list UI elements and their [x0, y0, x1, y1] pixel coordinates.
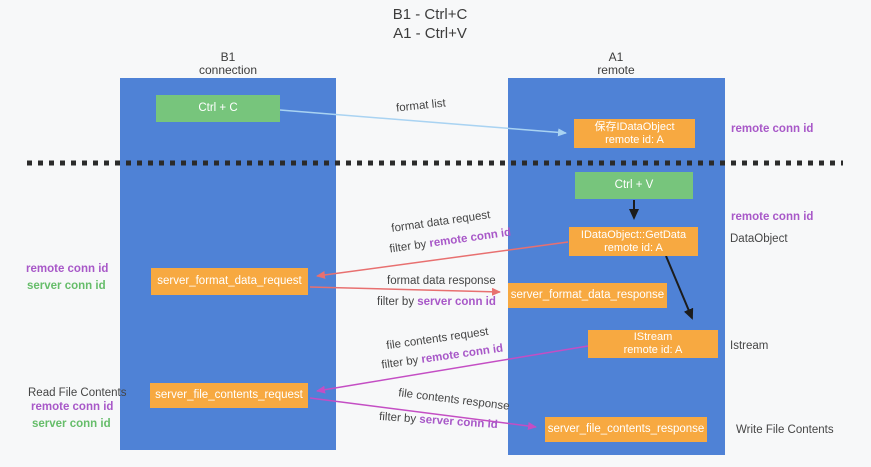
server-format-data-response-label: server_format_data_response [510, 289, 665, 301]
left-server-conn-id-top-label: server conn id [27, 280, 106, 292]
ctrl-c-node: Ctrl + C [156, 95, 280, 122]
server-file-contents-request-node: server_file_contents_request [150, 383, 308, 408]
file-contents-response-arrow [309, 397, 537, 430]
dataobject-label: DataObject [730, 233, 788, 245]
left-column-role: connection [198, 62, 258, 77]
format-data-response-arrow [309, 286, 501, 296]
filter-by-prefix: filter by [377, 296, 418, 308]
diagram-title: B1 - Ctrl+C A1 - Ctrl+V [290, 5, 570, 43]
save-dataobject-line1: 保存IDataObject [594, 120, 675, 133]
left-remote-conn-id-bottom-label: remote conn id [31, 401, 114, 413]
server-format-data-request-label: server_format_data_request [157, 275, 302, 287]
getdata-line1: IDataObject::GetData [580, 228, 687, 241]
format-data-response-filter-label: filter by server conn id [377, 296, 496, 308]
right-column-role: remote [597, 62, 635, 77]
ctrl-v-label: Ctrl + V [614, 179, 654, 191]
server-file-contents-response-node: server_file_contents_response [545, 417, 707, 442]
right-remote-conn-id-mid-label: remote conn id [731, 211, 814, 223]
right-column-header: A1 remote [546, 51, 686, 76]
getdata-node: IDataObject::GetData remote id: A [569, 227, 698, 256]
server-file-contents-response-label: server_file_contents_response [547, 423, 705, 435]
save-dataobject-node: 保存IDataObject remote id: A [574, 119, 695, 148]
left-column-header: B1 connection [158, 51, 298, 76]
left-column-name: B1 [220, 50, 236, 64]
left-server-conn-id-bottom-label: server conn id [32, 418, 111, 430]
read-file-contents-label: Read File Contents [28, 387, 127, 399]
format-data-response-label: format data response [387, 275, 496, 287]
server-format-data-request-node: server_format_data_request [151, 268, 308, 295]
title-line-2: A1 - Ctrl+V [393, 25, 467, 42]
istream-line2: remote id: A [623, 344, 683, 356]
istream-side-label: Istream [730, 340, 769, 352]
getdata-line2: remote id: A [604, 241, 663, 254]
format-list-arrow [279, 109, 567, 137]
right-column-name: A1 [608, 50, 624, 64]
getdata-to-istream-arrow [665, 255, 694, 320]
istream-node: IStream remote id: A [588, 330, 718, 358]
istream-line1: IStream [633, 331, 673, 343]
save-dataobject-line2: remote id: A [605, 133, 664, 146]
server-file-contents-request-label: server_file_contents_request [155, 389, 303, 401]
filter-key-server-conn-id: server conn id [417, 296, 496, 308]
file-contents-request-arrow [316, 345, 589, 394]
title-line-1: B1 - Ctrl+C [392, 6, 468, 23]
server-format-data-response-node: server_format_data_response [508, 283, 667, 308]
left-remote-conn-id-top-label: remote conn id [26, 263, 109, 275]
ctrl-v-node: Ctrl + V [575, 172, 693, 199]
right-remote-conn-id-top-label: remote conn id [731, 123, 814, 135]
write-file-contents-label: Write File Contents [736, 424, 834, 436]
format-data-request-arrow [316, 241, 569, 279]
ctrl-c-label: Ctrl + C [198, 102, 238, 114]
